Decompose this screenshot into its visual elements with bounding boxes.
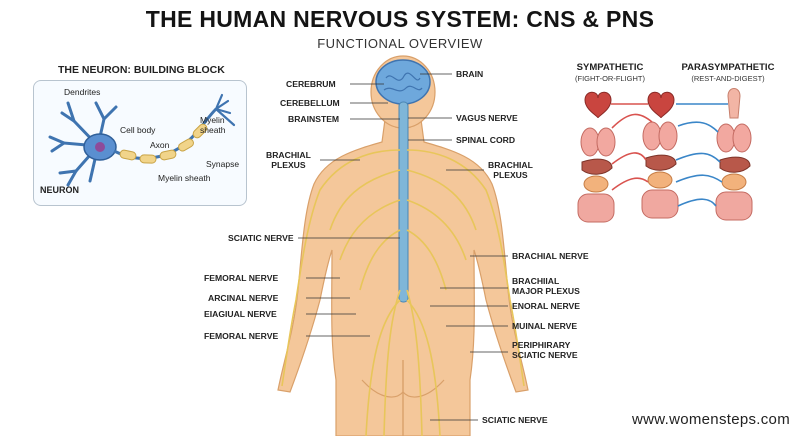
label-myelin-sheath-top: Myelin sheath (200, 115, 226, 135)
neuron-panel: Dendrites Cell body Axon Myelin sheath S… (33, 80, 247, 206)
label-synapse: Synapse (206, 159, 240, 169)
brain-shape (375, 59, 431, 105)
label-enoral-nerve: ENORAL NERVE (512, 301, 580, 311)
label-brain: BRAIN (456, 69, 484, 79)
label-brachial-plexus-left: BRACHIAL PLEXUS (266, 150, 311, 170)
neuron-panel-title: THE NEURON: BUILDING BLOCK (58, 64, 225, 76)
sympathetic-subtitle: (FIGHT-OR-FLIGHT) (575, 74, 645, 83)
label-neuron: NEURON (40, 185, 80, 195)
label-axon: Axon (150, 140, 170, 150)
label-muinal-nerve: MUINAL NERVE (512, 321, 578, 331)
parasympathetic-subtitle: (REST-AND-DIGEST) (691, 74, 765, 83)
parasympathetic-title: PARASYMPATHETIC (681, 62, 775, 73)
label-brainstem: BRAINSTEM (288, 114, 340, 124)
label-vagus-nerve: VAGUS NERVE (456, 113, 518, 123)
autonomic-organs (577, 88, 753, 223)
label-dendrites: Dendrites (64, 87, 101, 97)
spinal-cord-shape (398, 101, 409, 303)
watermark-text: www.womensteps.com (632, 411, 790, 428)
page-title: THE HUMAN NERVOUS SYSTEM: CNS & PNS (145, 6, 655, 32)
label-spinal-cord: SPINAL CORD (456, 135, 516, 145)
label-sciatic-nerve-bottom: SCIATIC NERVE (482, 415, 548, 425)
nerve-network (281, 149, 525, 436)
label-brachial-plexus-right: BRACHIAL PLEXUS (488, 160, 533, 180)
label-cerebrum: CEREBRUM (286, 79, 336, 89)
nucleus-shape (95, 142, 105, 152)
label-cell-body: Cell body (120, 125, 156, 135)
label-femoral-nerve-2: FEMORAL NERVE (204, 331, 279, 341)
page-subtitle: FUNCTIONAL OVERVIEW (317, 36, 483, 51)
label-brachial-nerve: BRACHIAL NERVE (512, 251, 589, 261)
label-brachiial-major-plexus: BRACHIIAL MAJOR PLEXUS (512, 276, 580, 296)
sympathetic-title: SYMPATHETIC (576, 62, 644, 73)
label-arcinal-nerve: ARCINAL NERVE (208, 293, 279, 303)
label-sciatic-nerve-left: SCIATIC NERVE (228, 233, 294, 243)
label-eiagiual-nerve: EIAGIUAL NERVE (204, 309, 277, 319)
neuron-illustration (48, 93, 236, 187)
label-periphirary-sciatic-nerve: PERIPHIRARY SCIATIC NERVE (512, 340, 578, 360)
label-femoral-nerve-1: FEMORAL NERVE (204, 273, 279, 283)
label-cerebellum: CEREBELLUM (280, 98, 340, 108)
label-myelin-sheath-bottom: Myelin sheath (158, 173, 211, 183)
